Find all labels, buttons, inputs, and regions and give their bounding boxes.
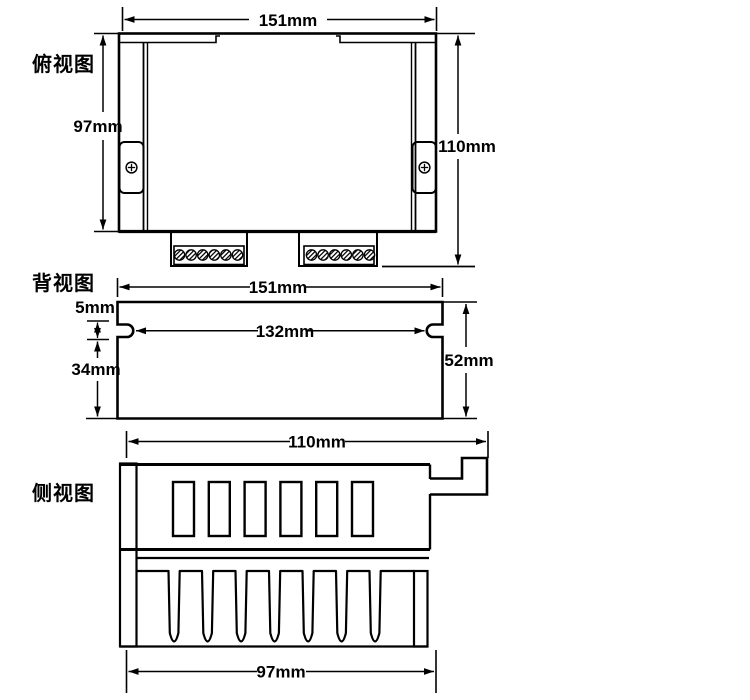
- dim-value: 34mm: [71, 360, 120, 379]
- side-view-dim-base-width: 97mm: [125, 650, 437, 693]
- dim-value: 110mm: [438, 137, 496, 156]
- back-view-dim-height: 52mm: [442, 301, 494, 420]
- terminal-screws: [173, 249, 244, 261]
- top-view-dim-total-height: 110mm: [382, 32, 496, 268]
- back-view-body: [116, 300, 444, 420]
- right-terminal-block: [298, 230, 378, 267]
- mounting-plate: [118, 462, 138, 648]
- top-view-dim-body-height: 97mm: [73, 32, 123, 233]
- phillips-screw-icon: [125, 161, 138, 174]
- terminal-block-outline: [170, 230, 248, 267]
- vent-slots: [171, 480, 375, 538]
- back-view-dim-inner-width: 132mm: [136, 322, 425, 341]
- back-view-dim-width: 151mm: [116, 278, 444, 297]
- dim-value: 132mm: [256, 322, 315, 341]
- dim-value: 97mm: [256, 663, 305, 682]
- back-view-dim-notch: 5mm: [75, 298, 115, 341]
- left-terminal-block: [170, 230, 248, 267]
- back-view-label: 背视图: [32, 271, 95, 295]
- terminal-screws: [305, 249, 376, 261]
- screw-plate: [118, 141, 145, 194]
- dim-value: 110mm: [288, 433, 346, 452]
- heatsink-fins: [136, 569, 414, 643]
- top-view-body: [117, 32, 438, 233]
- mounting-tab: [430, 456, 489, 496]
- dim-value: 5mm: [75, 298, 115, 317]
- back-view: 背视图 151mm 132mm 5mm: [32, 271, 494, 420]
- heatsink-right-wall: [412, 569, 429, 648]
- side-view-label: 侧视图: [32, 481, 95, 505]
- right-screw-plate: [411, 141, 437, 194]
- back-view-dim-lower-height: 34mm: [71, 341, 121, 420]
- terminal-block-outline: [298, 230, 378, 267]
- dim-value: 151mm: [249, 278, 308, 297]
- side-view-dim-total-width: 110mm: [125, 431, 489, 458]
- phillips-screw-icon: [418, 161, 431, 174]
- dim-value: 151mm: [259, 11, 318, 30]
- top-strip-right-tab: [336, 35, 436, 44]
- left-screw-plate: [118, 141, 145, 194]
- dim-value: 97mm: [73, 117, 122, 136]
- side-view: 侧视图 110mm: [32, 431, 489, 693]
- screw-plate: [411, 141, 437, 194]
- dim-value: 52mm: [444, 351, 493, 370]
- top-strip-left-tab: [119, 35, 220, 44]
- top-view: 俯视图 151mm: [32, 7, 496, 268]
- top-view-label: 俯视图: [32, 52, 95, 76]
- top-view-dim-width: 151mm: [121, 7, 438, 31]
